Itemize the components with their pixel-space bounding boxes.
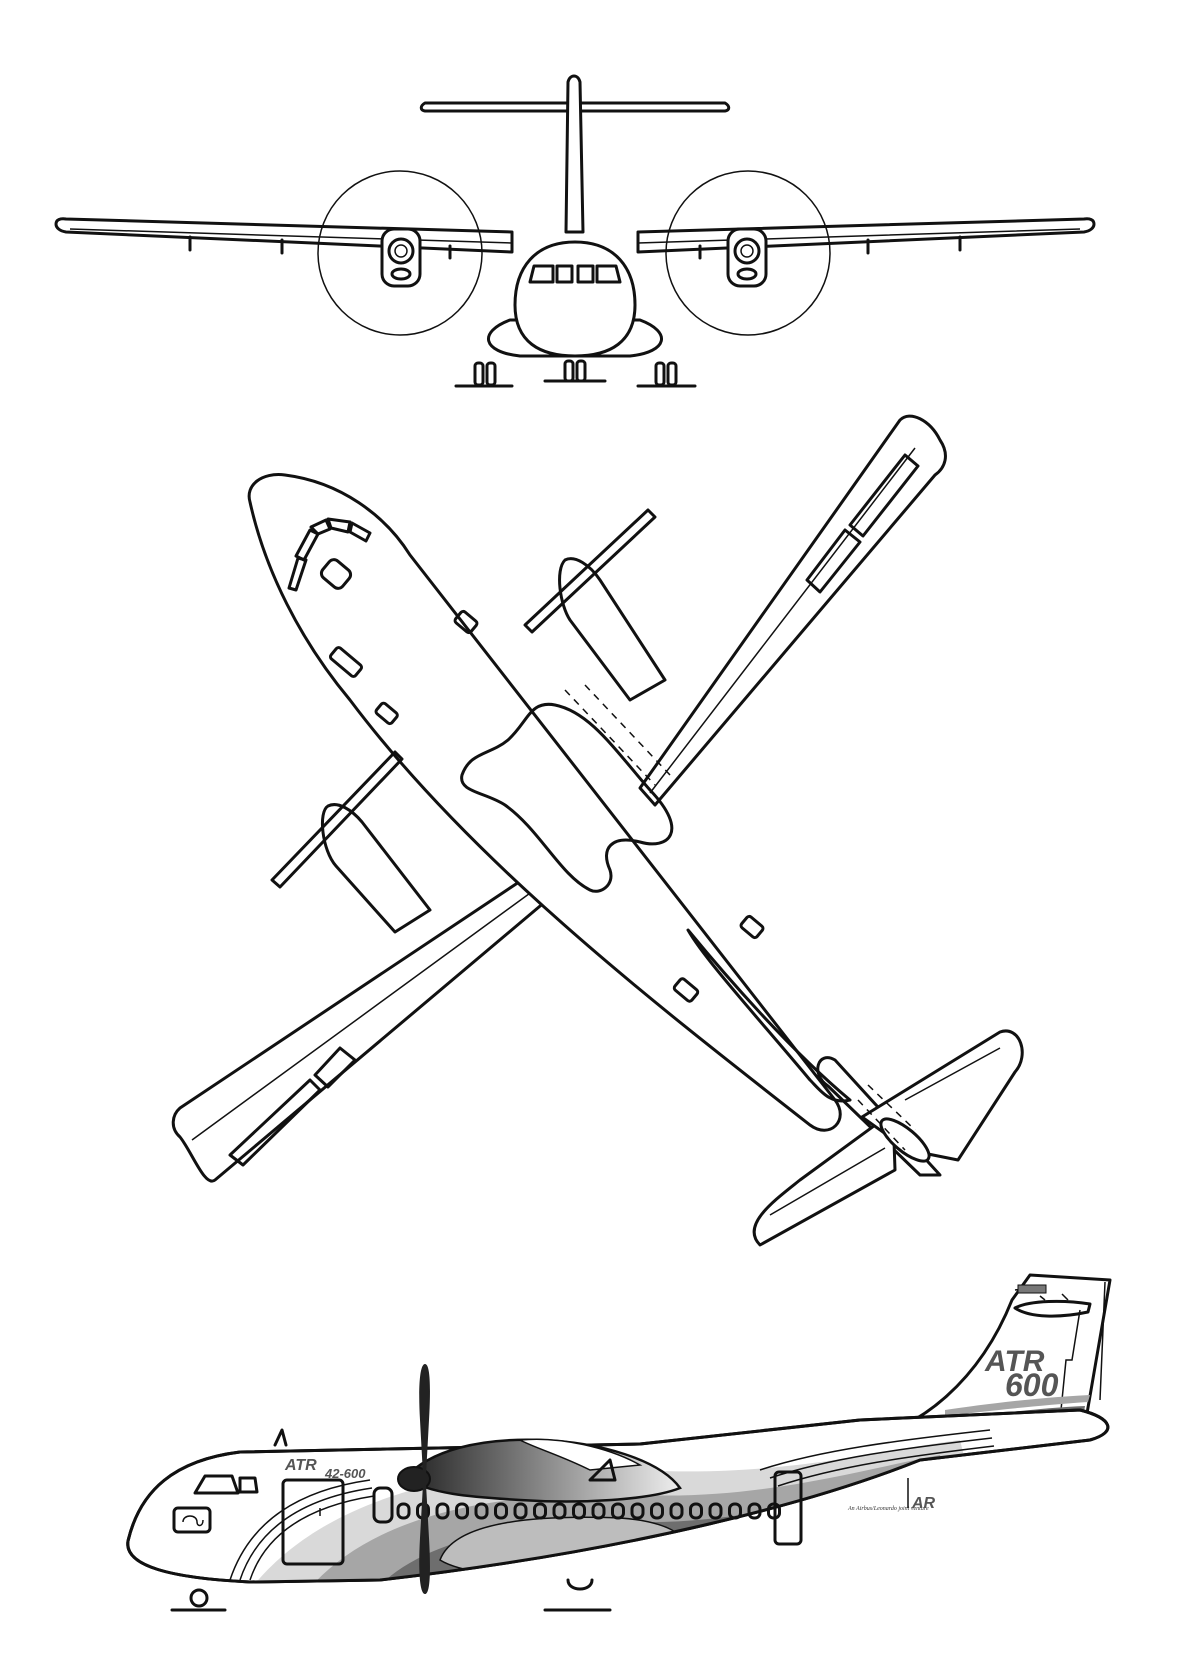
tail-model-text: 600	[1005, 1367, 1059, 1403]
tail-badge-text: AR	[911, 1495, 936, 1512]
fine-print-text: An Airbus/Leonardo joint venture	[847, 1506, 929, 1512]
cabin-window	[474, 1502, 489, 1520]
top-flaps	[228, 453, 920, 1167]
top-engines	[270, 508, 667, 934]
front-landing-gear	[454, 359, 697, 388]
top-cockpit-windows	[287, 517, 372, 592]
front-cockpit-windows	[528, 264, 622, 284]
nose-logo-badge	[172, 1506, 212, 1534]
front-vertical-tail	[419, 74, 731, 234]
side-cockpit-windows	[193, 1474, 259, 1495]
cabin-window	[650, 1502, 664, 1520]
propeller-blade-upper	[419, 1364, 430, 1475]
front-view	[54, 74, 1096, 388]
front-propeller-discs	[317, 170, 831, 336]
cabin-window	[396, 1502, 411, 1520]
propeller-blade-lower	[419, 1484, 430, 1594]
cabin-window	[591, 1502, 606, 1520]
top-view	[171, 414, 1024, 1247]
cabin-window	[533, 1502, 547, 1520]
side-engine-nacelle	[397, 1364, 682, 1594]
tail-cap-horizontal-stabilizer	[1013, 1293, 1092, 1318]
cabin-window	[552, 1502, 567, 1520]
front-flap-tracks	[188, 235, 962, 260]
fuselage-brand-text: ATR	[284, 1457, 317, 1474]
cabin-window	[435, 1502, 450, 1520]
side-view: ATR 600	[126, 1273, 1112, 1612]
cabin-window	[611, 1502, 625, 1520]
front-engine-nacelles	[380, 227, 768, 288]
top-wing	[171, 414, 947, 1183]
propeller-spinner	[397, 1466, 431, 1492]
side-cabin-windows	[396, 1502, 781, 1520]
cabin-window	[747, 1502, 762, 1520]
cabin-window	[708, 1502, 723, 1520]
cabin-window	[455, 1502, 469, 1520]
cabin-window	[513, 1502, 528, 1520]
cabin-window	[494, 1502, 508, 1520]
cabin-window	[689, 1502, 703, 1520]
cabin-window	[630, 1502, 645, 1520]
tail-brand-text: ATR	[984, 1345, 1045, 1378]
cabin-window	[767, 1502, 781, 1520]
top-wing-root-fairing	[460, 702, 674, 893]
cabin-window	[728, 1502, 742, 1520]
cabin-window	[669, 1502, 684, 1520]
cabin-window	[572, 1502, 586, 1520]
side-landing-gear	[170, 1578, 612, 1612]
fuselage-model-text: 42-600	[324, 1466, 366, 1481]
top-fuselage	[247, 473, 931, 1163]
front-fuselage	[487, 240, 663, 358]
side-doors	[281, 1470, 803, 1566]
side-fuselage: ATR 42-600 An Airbus/Leonardo joint vent…	[126, 1408, 1110, 1584]
